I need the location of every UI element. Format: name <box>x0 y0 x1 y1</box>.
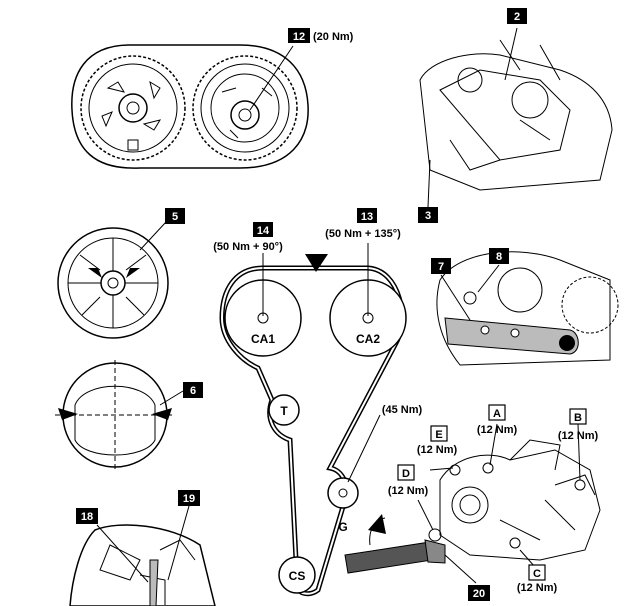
svg-text:8: 8 <box>496 251 502 263</box>
tensioner-tool-illustration <box>436 251 619 366</box>
svg-text:5: 5 <box>172 211 178 223</box>
callout-3: 3 <box>418 207 438 223</box>
svg-text:20: 20 <box>473 588 485 600</box>
water-pump-housing-illustration <box>344 423 601 584</box>
callout-8: 8 <box>489 248 509 264</box>
torque-13: (50 Nm + 135°) <box>325 228 401 240</box>
pulley-t-label: T <box>280 404 288 418</box>
svg-text:12: 12 <box>293 31 305 43</box>
svg-text:B: B <box>574 412 582 424</box>
callout-7: 7 <box>431 258 451 274</box>
torque-A: (12 Nm) <box>477 424 518 436</box>
pulley-ca1-label: CA1 <box>251 332 275 346</box>
svg-text:A: A <box>493 408 501 420</box>
callout-5: 5 <box>165 208 185 224</box>
callout-C: C <box>528 564 546 581</box>
timing-mark-illustration <box>55 360 184 470</box>
torque-E: (12 Nm) <box>417 444 458 456</box>
svg-text:6: 6 <box>190 385 196 397</box>
torque-45: (45 Nm) <box>382 404 423 416</box>
torque-B: (12 Nm) <box>558 430 599 442</box>
svg-text:C: C <box>533 568 541 580</box>
torque-D: (12 Nm) <box>388 485 429 497</box>
callout-6: 6 <box>183 382 203 398</box>
callout-18: 18 <box>76 508 98 524</box>
callout-2: 2 <box>507 8 527 24</box>
svg-text:3: 3 <box>425 210 431 222</box>
timing-belt-routing <box>219 243 407 597</box>
locking-pin-detail-illustration <box>69 505 216 606</box>
svg-text:19: 19 <box>183 493 195 505</box>
pulley-ca2-label: CA2 <box>356 332 380 346</box>
callout-12: 12 <box>288 28 310 43</box>
callout-20: 20 <box>468 585 490 601</box>
svg-text:E: E <box>435 429 442 441</box>
pulley-g-label: G <box>338 520 347 534</box>
svg-text:18: 18 <box>81 511 93 523</box>
svg-text:7: 7 <box>438 261 444 273</box>
svg-text:D: D <box>402 468 410 480</box>
pulley-cs-label: CS <box>289 569 306 583</box>
camshaft-sprockets-illustration <box>71 44 309 169</box>
callout-13: 13 <box>357 208 377 223</box>
callout-E: E <box>430 425 448 442</box>
engine-detail-illustration <box>419 27 613 208</box>
callout-D: D <box>397 464 415 481</box>
svg-text:2: 2 <box>514 11 520 23</box>
callout-14: 14 <box>253 222 273 237</box>
svg-text:14: 14 <box>257 225 270 237</box>
svg-text:13: 13 <box>361 211 373 223</box>
crankshaft-pulley-illustration <box>57 221 169 339</box>
torque-14: (50 Nm + 90°) <box>213 241 283 253</box>
callout-B: B <box>569 408 587 425</box>
callout-19: 19 <box>178 490 200 506</box>
callout-A: A <box>488 404 506 421</box>
torque-12: (20 Nm) <box>313 31 354 43</box>
torque-C: (12 Nm) <box>517 582 558 594</box>
